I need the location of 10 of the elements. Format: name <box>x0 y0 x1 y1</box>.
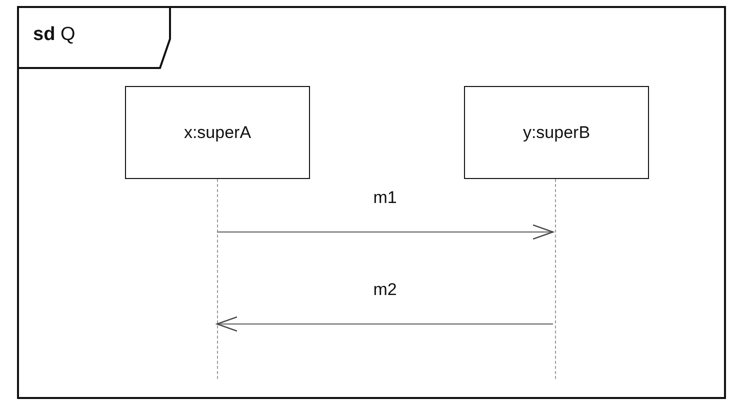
participant-name: x:superA <box>184 122 252 142</box>
frame-title: sd Q <box>33 24 76 46</box>
message-arrow <box>216 316 553 332</box>
lifeline <box>217 179 219 379</box>
frame <box>17 6 726 399</box>
participant-box <box>125 86 310 179</box>
participant-box <box>464 86 649 179</box>
participant-name: y:superB <box>522 122 590 142</box>
message-arrow <box>217 224 554 240</box>
lifeline <box>555 179 557 379</box>
